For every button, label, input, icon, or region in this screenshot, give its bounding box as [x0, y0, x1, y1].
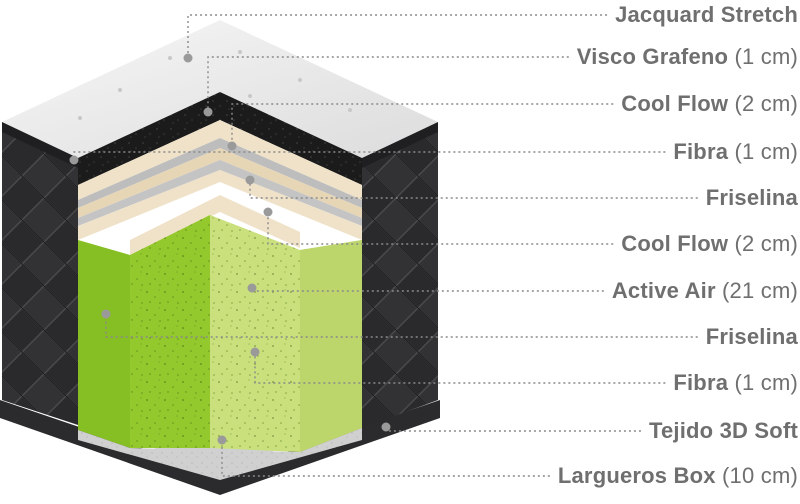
- layer-base-foam: [78, 428, 362, 480]
- layer-name: Visco Grafeno: [576, 44, 729, 69]
- layer-label: Jacquard Stretch: [615, 0, 798, 30]
- left-side-fabric: [2, 130, 78, 425]
- layer-name: Active Air: [611, 278, 716, 303]
- layer-thickness: (1 cm): [728, 44, 798, 69]
- layer-active-air: [78, 215, 362, 452]
- layer-label: Largueros Box (10 cm): [558, 461, 798, 491]
- layer-label: Cool Flow (2 cm): [621, 229, 798, 259]
- leader-line: [231, 103, 614, 146]
- leader-line: [105, 314, 698, 338]
- leader-dot: [247, 283, 257, 293]
- layer-thickness: (1 cm): [728, 139, 798, 164]
- leader-dot: [101, 309, 111, 319]
- layer-label: Tejido 3D Soft: [649, 416, 798, 446]
- layer-stack-upper: [78, 120, 362, 240]
- layer-label: Active Air (21 cm): [612, 276, 798, 306]
- layer-visco-grafeno: [78, 92, 362, 185]
- layer-name: Tejido 3D Soft: [648, 418, 798, 443]
- layer-name: Fibra: [673, 139, 729, 164]
- layer-thickness: (2 cm): [728, 91, 798, 116]
- layer-label: Cool Flow (2 cm): [621, 89, 798, 119]
- leader-dot: [217, 435, 227, 445]
- layer-label: Friselina: [706, 322, 798, 352]
- leader-line: [207, 56, 569, 112]
- layer-label: Fibra (1 cm): [673, 368, 798, 398]
- layer-thickness: (21 cm): [715, 278, 798, 303]
- leader-line: [267, 212, 614, 245]
- layer-name: Jacquard Stretch: [615, 2, 798, 27]
- leader-dot: [69, 155, 79, 165]
- leader-dot: [183, 53, 193, 63]
- layer-name: Largueros Box: [557, 463, 716, 488]
- layer-thickness: (1 cm): [728, 370, 798, 395]
- layer-label: Friselina: [706, 183, 798, 213]
- leader-dot: [203, 107, 213, 117]
- layer-thickness: (2 cm): [728, 231, 798, 256]
- leader-dot: [245, 175, 255, 185]
- layer-thickness: (10 cm): [715, 463, 798, 488]
- leader-dot: [263, 207, 273, 217]
- leader-line: [221, 440, 550, 477]
- leader-dot: [250, 347, 260, 357]
- top-cover: [2, 20, 438, 168]
- right-side-fabric: [362, 125, 438, 428]
- layer-name: Friselina: [705, 185, 798, 210]
- inner-cut-layers: [130, 195, 300, 255]
- layer-name: Cool Flow: [621, 91, 729, 116]
- leader-dot: [227, 141, 237, 151]
- layer-name: Friselina: [705, 324, 798, 349]
- leader-line: [254, 352, 666, 384]
- layer-label: Fibra (1 cm): [673, 137, 798, 167]
- layer-name: Fibra: [673, 370, 729, 395]
- leader-dot: [381, 422, 391, 432]
- layer-name: Cool Flow: [621, 231, 729, 256]
- layer-label: Visco Grafeno (1 cm): [577, 42, 798, 72]
